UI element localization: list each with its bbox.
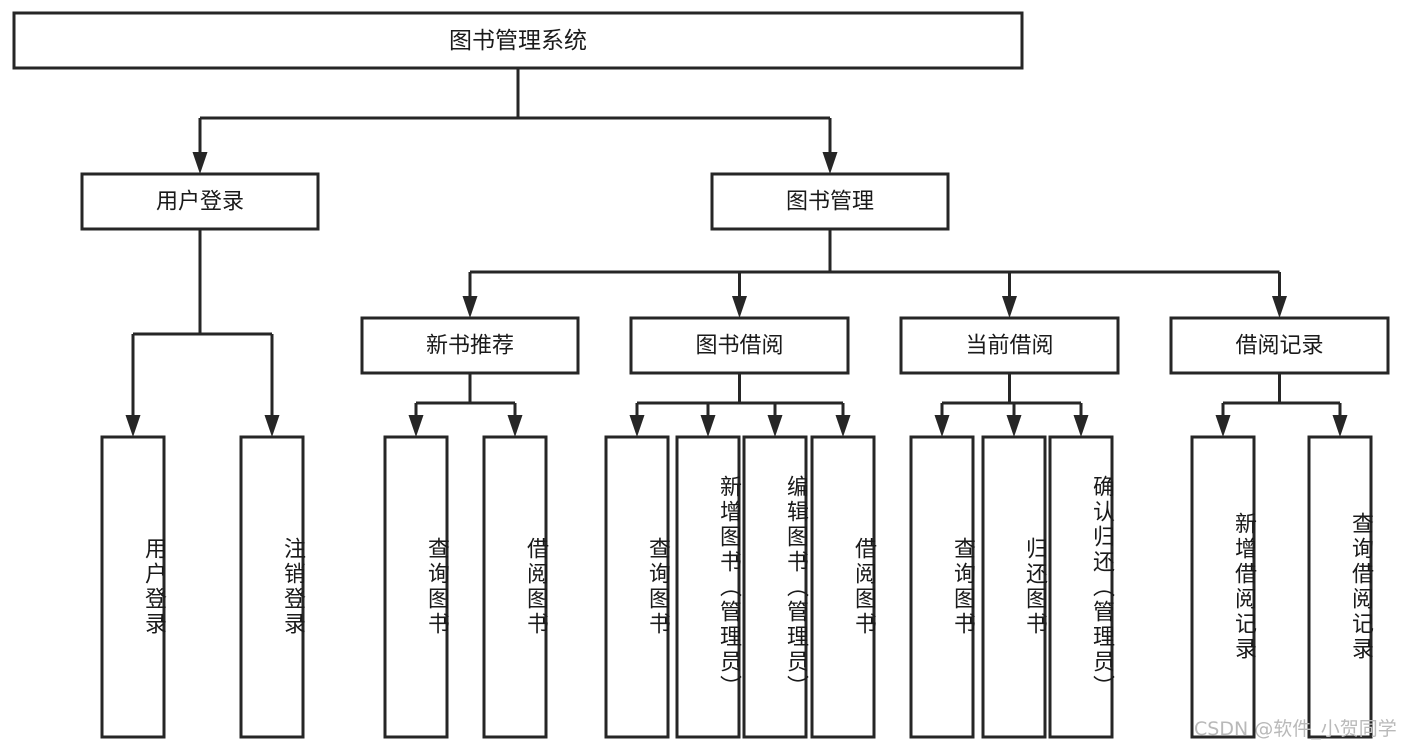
- node-book-manage[interactable]: 图书管理: [710, 172, 950, 231]
- node-box: [810, 435, 876, 739]
- book-borrow-branch-0-head: [629, 415, 645, 437]
- node-leaf-query-book-rec[interactable]: [383, 435, 449, 739]
- node-current-borrow[interactable]: 当前借阅: [899, 316, 1120, 375]
- book-manage-branch-2-head: [1002, 296, 1017, 318]
- node-leaf-add-book-admin[interactable]: [675, 435, 741, 739]
- node-box: [80, 172, 320, 231]
- connector-layer: [125, 68, 1348, 437]
- node-leaf-query-book-borrow[interactable]: [604, 435, 670, 739]
- node-leaf-logout[interactable]: [239, 435, 305, 739]
- node-label: 图书借阅: [695, 334, 783, 359]
- book-manage-branch-3-head: [1272, 296, 1287, 318]
- borrow-record-branch-1-head: [1332, 415, 1348, 437]
- node-box: [1307, 435, 1373, 739]
- current-borrow-branch-2-head: [1073, 415, 1089, 437]
- node-box: [629, 316, 850, 375]
- node-leaf-edit-book-admin[interactable]: [742, 435, 808, 739]
- node-box: [360, 316, 580, 375]
- root-branch-0-head: [192, 152, 208, 174]
- node-leaf-query-borrow-record[interactable]: [1307, 435, 1373, 739]
- user-login-branch-1-head: [264, 415, 280, 437]
- node-label: 用户登录: [156, 190, 244, 215]
- book-manage-branch-1-head: [732, 296, 747, 318]
- book-borrow-branch-3-head: [835, 415, 851, 437]
- node-box: [742, 435, 808, 739]
- node-box: [899, 316, 1120, 375]
- borrow-record-branch-0-head: [1215, 415, 1231, 437]
- node-box: [710, 172, 950, 231]
- node-label: 图书管理: [786, 190, 874, 215]
- node-leaf-user-login[interactable]: [100, 435, 166, 739]
- current-borrow-branch-1-head: [1006, 415, 1022, 437]
- node-box: [604, 435, 670, 739]
- new-book-rec-branch-0-head: [408, 415, 424, 437]
- node-leaf-confirm-return-admin[interactable]: [1048, 435, 1114, 739]
- book-borrow-branch-2-head: [767, 415, 783, 437]
- current-borrow-branch-0-head: [934, 415, 950, 437]
- csdn-watermark: CSDN @软件_小贺同学: [1194, 718, 1397, 740]
- node-box: [1190, 435, 1256, 739]
- node-box: [981, 435, 1047, 739]
- user-login-branch-0-head: [125, 415, 141, 437]
- book-manage-branch-0-head: [462, 296, 478, 318]
- node-leaf-borrow-book-rec[interactable]: [482, 435, 548, 739]
- node-box: [12, 11, 1024, 70]
- node-label: 新书推荐: [426, 334, 514, 359]
- node-borrow-record[interactable]: 借阅记录: [1169, 316, 1390, 375]
- root-branch-1-head: [822, 152, 838, 174]
- node-book-borrow[interactable]: 图书借阅: [629, 316, 850, 375]
- node-leaf-return-book[interactable]: [981, 435, 1047, 739]
- node-box: [100, 435, 166, 739]
- node-box: [909, 435, 975, 739]
- node-leaf-add-borrow-record[interactable]: [1190, 435, 1256, 739]
- node-label: 借阅记录: [1235, 334, 1323, 359]
- node-box: [1169, 316, 1390, 375]
- book-borrow-branch-1-head: [700, 415, 716, 437]
- node-box: [383, 435, 449, 739]
- node-box: [1048, 435, 1114, 739]
- node-label: 当前借阅: [965, 334, 1053, 359]
- node-user-login[interactable]: 用户登录: [80, 172, 320, 231]
- node-root[interactable]: 图书管理系统: [12, 11, 1024, 70]
- node-box: [482, 435, 548, 739]
- node-leaf-borrow-book[interactable]: [810, 435, 876, 739]
- node-box: [675, 435, 741, 739]
- node-leaf-query-book-current[interactable]: [909, 435, 975, 739]
- node-new-book-rec[interactable]: 新书推荐: [360, 316, 580, 375]
- node-box: [239, 435, 305, 739]
- new-book-rec-branch-1-head: [507, 415, 523, 437]
- node-label: 图书管理系统: [449, 28, 587, 54]
